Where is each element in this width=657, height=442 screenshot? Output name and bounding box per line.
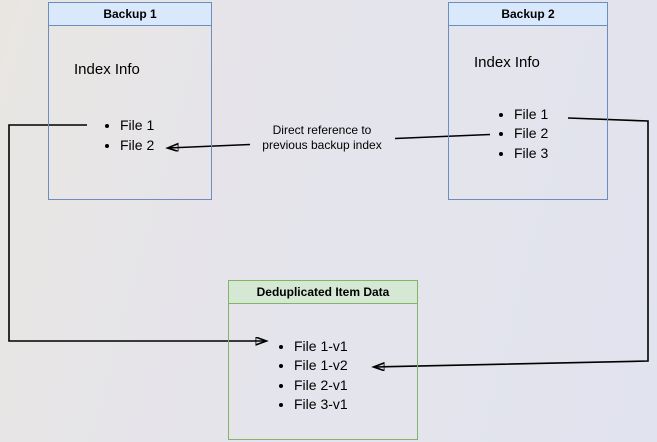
backup1-body: Index Info File 1File 2 xyxy=(49,26,211,200)
dedup-file-list: File 1-v1File 1-v2File 2-v1File 3-v1 xyxy=(279,337,348,415)
file-list-item: File 1 xyxy=(514,105,548,125)
file-list-item: File 1-v1 xyxy=(294,337,348,357)
file-list-item: File 2 xyxy=(514,124,548,144)
dedup-title: Deduplicated Item Data xyxy=(229,281,417,304)
backup1-subtitle: Index Info xyxy=(74,60,140,78)
file-list-item: File 2 xyxy=(120,135,154,155)
file-list-item: File 1 xyxy=(120,115,154,135)
backup2-body: Index Info File 1File 2File 3 xyxy=(449,26,607,200)
backup2-title: Backup 2 xyxy=(449,3,607,26)
file-list-item: File 3-v1 xyxy=(294,395,348,415)
backup1-file-list: File 1File 2 xyxy=(105,115,154,155)
backup1-box: Backup 1 Index Info File 1File 2 xyxy=(48,2,212,200)
file-list-item: File 3 xyxy=(514,144,548,164)
dedup-body: File 1-v1File 1-v2File 2-v1File 3-v1 xyxy=(229,304,417,440)
backup2-box: Backup 2 Index Info File 1File 2File 3 xyxy=(448,2,608,200)
direct-reference-label-line1: Direct reference to xyxy=(272,123,372,137)
direct-reference-label: Direct reference to previous backup inde… xyxy=(227,123,417,153)
file-list-item: File 2-v1 xyxy=(294,376,348,396)
deduplicated-item-data-box: Deduplicated Item Data File 1-v1File 1-v… xyxy=(228,280,418,440)
direct-reference-label-line2: previous backup index xyxy=(262,138,382,152)
backup2-subtitle: Index Info xyxy=(474,53,540,71)
backup1-title: Backup 1 xyxy=(49,3,211,26)
file-list-item: File 1-v2 xyxy=(294,356,348,376)
backup2-file-list: File 1File 2File 3 xyxy=(499,105,548,164)
